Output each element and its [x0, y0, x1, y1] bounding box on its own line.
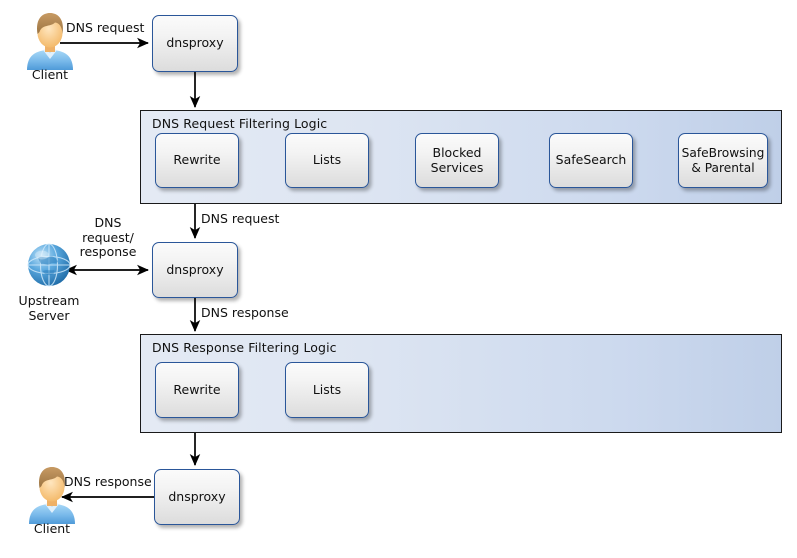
user-avatar-icon [24, 466, 80, 528]
edge-label-upstream-line1: DNS [94, 215, 122, 230]
stage-blocked-services[interactable]: Blocked Services [415, 133, 499, 188]
edge-label-client-to-dnsproxy: DNS request [66, 20, 145, 35]
stage-lists-response-label: Lists [312, 381, 342, 397]
caption-upstream-line1: Upstream [18, 293, 80, 308]
stage-rewrite-request-label: Rewrite [173, 152, 221, 168]
response-lane-title: DNS Response Filtering Logic [152, 340, 337, 355]
request-lane-title: DNS Request Filtering Logic [152, 116, 328, 131]
stage-safebrowsing-parental-label: SafeBrowsing & Parental [676, 146, 771, 175]
stage-rewrite-response[interactable]: Rewrite [155, 362, 239, 418]
stage-safesearch[interactable]: SafeSearch [549, 133, 633, 188]
caption-client-bottom: Client [33, 521, 71, 536]
stage-safebrowsing-parental[interactable]: SafeBrowsing & Parental [678, 133, 768, 188]
edge-label-upstream-line2: request/ [82, 229, 134, 245]
stage-safesearch-label: SafeSearch [555, 152, 627, 168]
stage-blocked-services-label: Blocked Services [425, 144, 490, 176]
edge-label-proxy-to-response-lane: DNS response [201, 305, 289, 320]
user-avatar-icon [22, 12, 78, 74]
edge-label-upstream-line3: response [79, 244, 137, 259]
dnsproxy-middle-label: dnsproxy [166, 261, 224, 277]
stage-rewrite-response-label: Rewrite [173, 381, 221, 397]
stage-rewrite-request[interactable]: Rewrite [155, 133, 239, 188]
stage-safebrowsing-parental-line2: & Parental [691, 160, 755, 175]
caption-upstream-server: Upstream Server [6, 293, 92, 323]
stage-lists-request-label: Lists [312, 152, 342, 168]
dnsproxy-bottom-node[interactable]: dnsproxy [154, 469, 240, 525]
edge-label-upstream-exchange: DNS request/ response [72, 215, 144, 260]
dnsproxy-bottom-label: dnsproxy [168, 488, 226, 504]
edge-label-proxy-to-request-lane: DNS request [201, 211, 280, 226]
dnsproxy-top-node[interactable]: dnsproxy [152, 15, 238, 72]
stage-lists-response[interactable]: Lists [285, 362, 369, 418]
response-filtering-lane: DNS Response Filtering Logic [140, 334, 782, 433]
dnsproxy-top-label: dnsproxy [166, 35, 224, 51]
stage-lists-request[interactable]: Lists [285, 133, 369, 188]
globe-icon [24, 240, 74, 294]
caption-upstream-line2: Server [28, 307, 70, 323]
caption-client-top: Client [31, 67, 69, 82]
stage-safebrowsing-parental-line1: SafeBrowsing [681, 146, 765, 161]
stage-blocked-services-line1: Blocked [432, 144, 482, 160]
dnsproxy-middle-node[interactable]: dnsproxy [152, 242, 238, 298]
stage-blocked-services-line2: Services [430, 159, 484, 175]
edge-label-proxy-to-client: DNS response [64, 474, 152, 489]
